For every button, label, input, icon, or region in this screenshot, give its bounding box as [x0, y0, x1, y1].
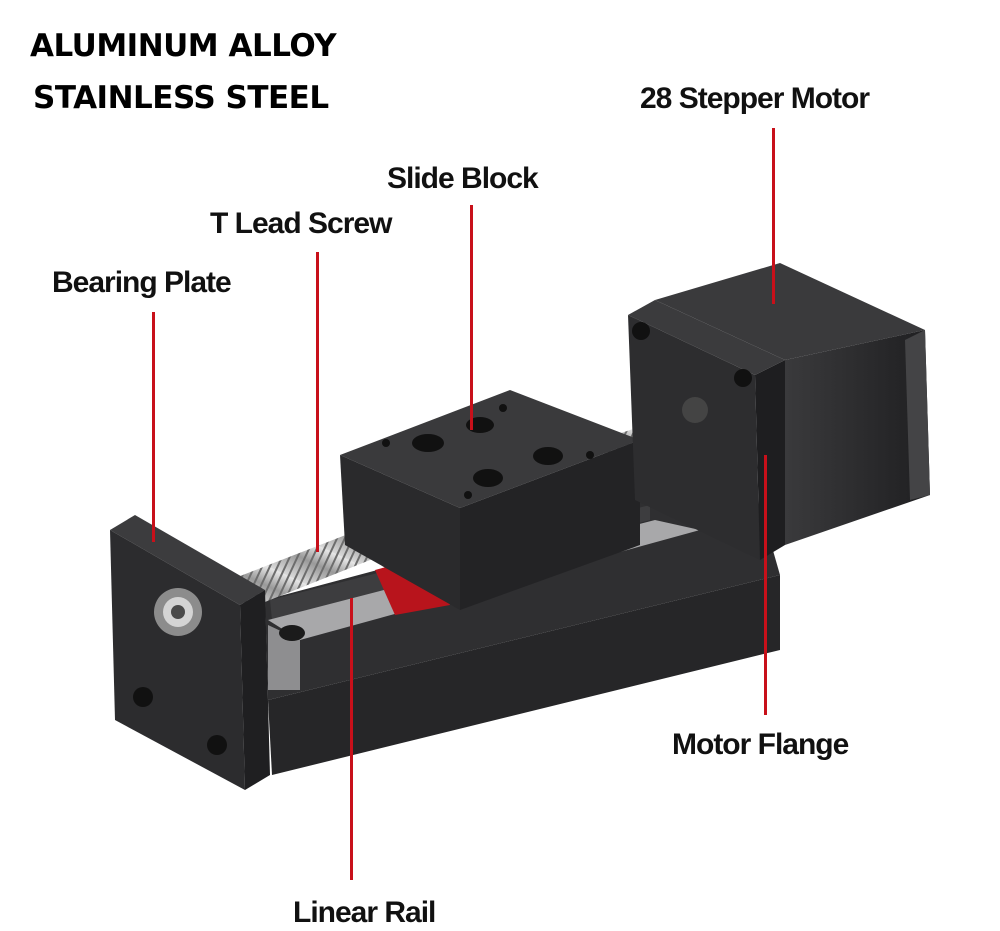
label-slide-block: Slide Block	[387, 162, 539, 195]
leader-motor-flange	[764, 455, 767, 715]
label-lead-screw: T Lead Screw	[210, 207, 392, 240]
leader-stepper-motor	[772, 128, 775, 304]
leader-slide-block	[470, 205, 473, 430]
material-line-2: STAINLESS STEEL	[33, 80, 329, 116]
label-stepper-motor: 28 Stepper Motor	[640, 82, 870, 115]
material-line-1: ALUMINUM ALLOY	[30, 28, 337, 64]
motor-flange	[628, 300, 785, 560]
label-motor-flange: Motor Flange	[672, 728, 849, 761]
leader-linear-rail	[350, 598, 353, 880]
label-bearing-plate: Bearing Plate	[52, 266, 232, 299]
bearing-plate	[110, 515, 270, 790]
stepper-motor	[655, 263, 930, 545]
leader-bearing-plate	[152, 312, 155, 542]
label-linear-rail: Linear Rail	[293, 896, 436, 929]
leader-lead-screw	[316, 252, 319, 552]
slide-block	[340, 390, 640, 610]
